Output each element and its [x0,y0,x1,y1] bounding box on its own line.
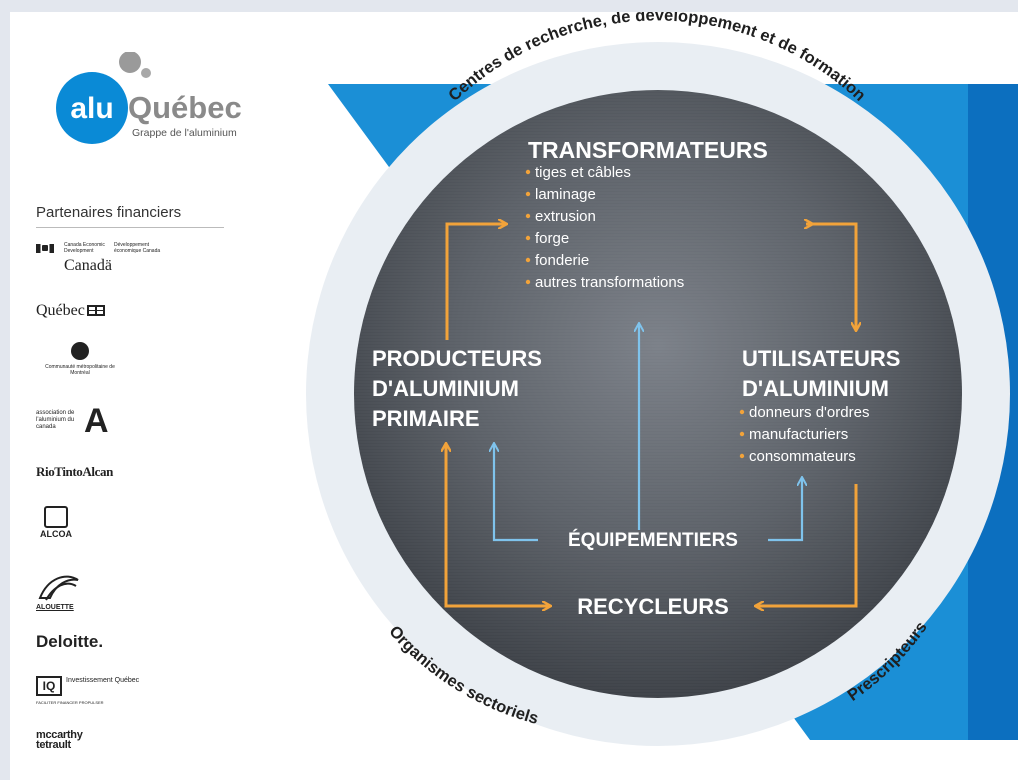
logo-tagline: Grappe de l'aluminium [132,127,237,139]
iq-mark: IQ [36,676,62,696]
arrow-equipementiers-to-utilisateurs [768,478,802,542]
alouette-bird-icon [38,575,79,601]
arrow-utilisateurs-to-recycleurs [756,484,858,606]
sponsor-quebec: Québec [36,302,105,320]
list-item: extrusion [535,208,596,225]
canada-en-name: Canada Economic Development [64,242,105,254]
list-item: laminage [535,186,596,203]
node-recycleurs: RECYCLEURS [577,594,729,619]
arrow-producteurs-to-transformateurs [445,224,506,340]
iq-tagline: FACILITER FINANCER PROPULSER [36,700,104,705]
list-item: autres transformations [535,274,684,291]
node-producteurs-line1: PRODUCTEURS [372,346,542,371]
aluquebec-logo: alu Québec Grappe de l'aluminium [46,52,286,162]
node-transformateurs-title: TRANSFORMATEURS [528,137,768,163]
sponsor-canada: Canada Economic Development Développemen… [36,240,206,280]
node-producteurs-line2: D'ALUMINIUM [372,376,519,401]
aac-mark: A [84,402,109,440]
sponsor-cmm: Communauté métropolitaine de Montréal [40,342,120,376]
sponsors-heading: Partenaires financiers [36,204,224,228]
quebec-flag-icon [86,305,105,316]
list-item: manufacturiers [749,426,848,443]
sponsor-iq: IQ Investissement Québec FACILITER FINAN… [36,676,156,710]
sponsor-riotinto: RioTintoAlcan [36,464,113,479]
canada-fr-name: Développement économique Canada [114,242,161,254]
list-item: consommateurs [749,448,856,465]
sponsor-alouette: ALOUETTE [36,570,82,614]
mccarthy-line1: mccarthy [36,729,83,741]
iq-name: Investissement Québec [66,677,140,684]
list-item: donneurs d'ordres [749,404,869,421]
node-producteurs-line3: PRIMAIRE [372,406,480,431]
alcoa-logo-icon [44,506,68,528]
arrow-transformateurs-to-utilisateurs [806,222,856,330]
mccarthy-line2: tetrault [36,739,71,751]
cmm-name: Communauté métropolitaine de Montréal [45,364,115,376]
transformateurs-list: tiges et câbles laminage extrusion forge… [525,164,684,291]
cluster-diagram: Centres de recherche, de développement e… [306,12,1018,746]
node-utilisateurs-line2: D'ALUMINIUM [742,376,889,401]
sponsor-mccarthy: mccarthy tetrault [36,729,83,751]
arrow-equipementiers-to-producteurs [494,444,538,542]
canada-wordmark: Canadä [64,257,112,274]
sponsor-aac: association de l'aluminium du canada A [36,402,146,444]
logo-alu: alu [70,92,113,125]
list-item: forge [535,230,569,247]
node-equipementiers: ÉQUIPEMENTIERS [568,529,738,551]
node-utilisateurs-line1: UTILISATEURS [742,346,900,371]
logo-quebec: Québec [128,90,242,125]
sponsor-deloitte: Deloitte. [36,632,104,651]
alcoa-name: ALCOA [40,529,72,539]
alouette-name: ALOUETTE [36,604,74,611]
page-sheet: alu Québec Grappe de l'aluminium Partena… [10,12,1018,780]
sponsor-alcoa: ALCOA [36,506,76,539]
cmm-leaf-icon [71,342,89,360]
list-item: fonderie [535,252,589,269]
list-item: tiges et câbles [535,164,631,181]
utilisateurs-list: donneurs d'ordres manufacturiers consomm… [739,404,869,465]
aac-name: association de l'aluminium du canada [36,410,75,430]
quebec-wordmark: Québec [36,302,85,319]
